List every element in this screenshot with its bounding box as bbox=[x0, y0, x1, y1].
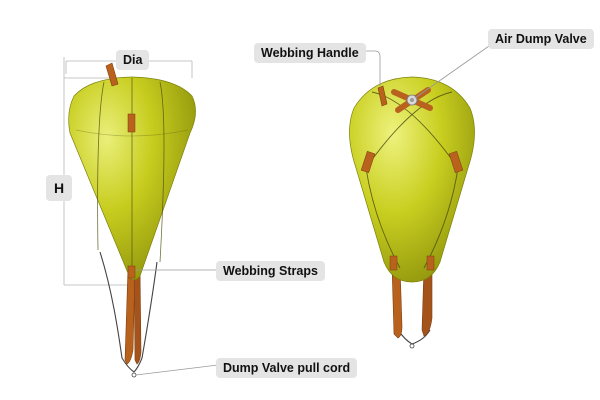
right-webbing-handle bbox=[377, 85, 388, 107]
pull-cord-knot bbox=[131, 372, 137, 378]
strap-top bbox=[127, 113, 136, 133]
right-bag-body bbox=[349, 76, 475, 283]
leader-air-dump-valve bbox=[414, 45, 490, 99]
left-seams bbox=[75, 78, 189, 276]
air-dump-valve-patch bbox=[391, 87, 433, 113]
left-lift-bag bbox=[63, 57, 196, 378]
dump-valve-pull-cord-label: Dump Valve pull cord bbox=[216, 358, 358, 378]
right-lower-straps bbox=[391, 265, 433, 339]
air-dump-valve-label: Air Dump Valve bbox=[488, 29, 594, 49]
webbing-handle-label: Webbing Handle bbox=[254, 43, 366, 63]
right-strap-bottom-right bbox=[426, 255, 435, 271]
webbing-straps-label: Webbing Straps bbox=[216, 261, 325, 281]
right-strap-left bbox=[360, 150, 376, 174]
left-webbing-handle bbox=[105, 62, 119, 87]
dimension-guides bbox=[63, 57, 193, 286]
dia-label: Dia bbox=[116, 50, 150, 70]
right-strap-right bbox=[448, 150, 464, 174]
right-strap-bottom-left bbox=[389, 255, 398, 271]
leader-lines bbox=[135, 45, 490, 376]
leader-webbing-handle bbox=[358, 50, 381, 86]
lower-straps bbox=[124, 267, 142, 365]
leader-dump-valve-pull-cord bbox=[135, 364, 219, 376]
right-lift-bag bbox=[349, 76, 475, 349]
pull-cords bbox=[99, 251, 158, 373]
strap-bottom bbox=[127, 265, 136, 279]
right-pull-cord-knot bbox=[409, 343, 415, 349]
height-label: H bbox=[46, 175, 73, 201]
